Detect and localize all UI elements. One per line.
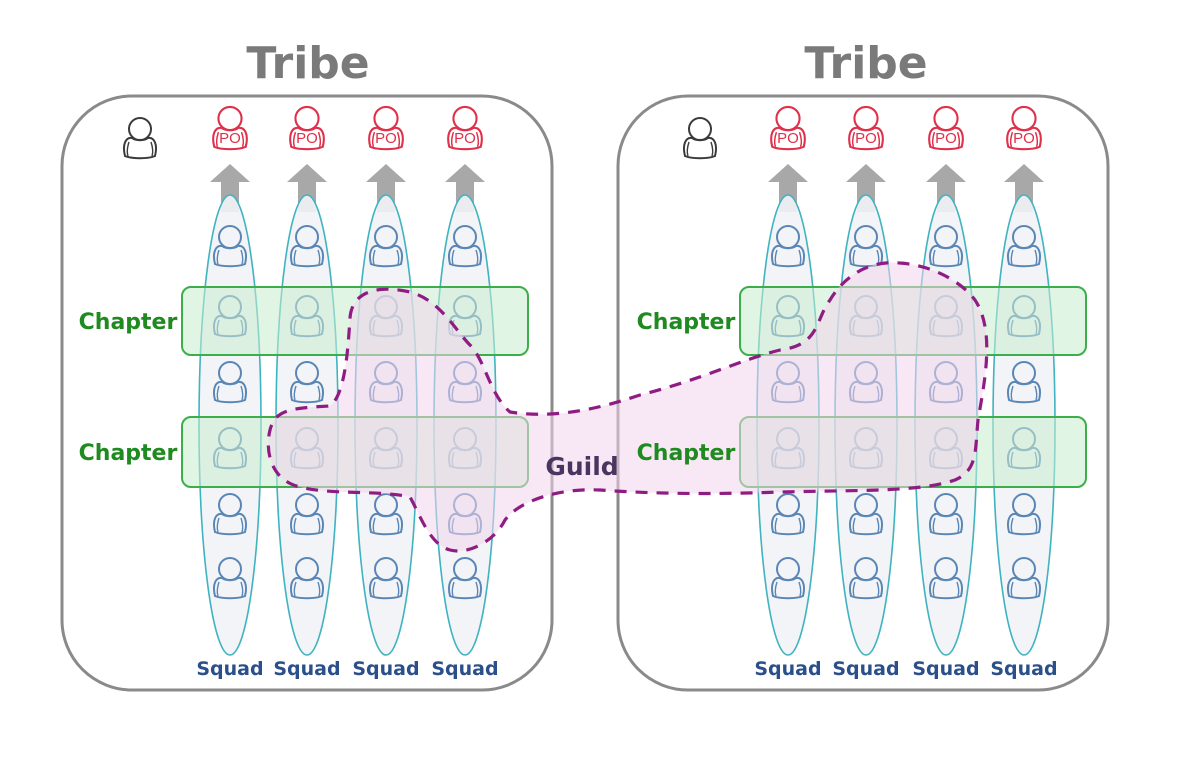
po-label: PO [855, 130, 877, 147]
squad-1: PO [198, 105, 262, 656]
arrow-up-icon [768, 164, 808, 212]
arrow-up-icon [846, 164, 886, 212]
product-owner: PO [848, 105, 884, 151]
product-owner: PO [289, 105, 325, 151]
chapter-label: Chapter [79, 310, 178, 335]
po-label: PO [375, 130, 397, 147]
arrow-up-icon [445, 164, 485, 212]
product-owner: PO [928, 105, 964, 151]
squad-2: PO [275, 105, 339, 656]
product-owner: PO [770, 105, 806, 151]
product-owner: PO [447, 105, 483, 151]
squad-label: Squad [431, 658, 498, 680]
po-label: PO [777, 130, 799, 147]
squad-4: PO [992, 105, 1056, 656]
squad-label: Squad [754, 658, 821, 680]
guild-label: Guild [545, 452, 618, 481]
product-owner: PO [1006, 105, 1042, 151]
product-owner: PO [212, 105, 248, 151]
arrow-up-icon [926, 164, 966, 212]
tribe-lead-person-icon [122, 117, 158, 160]
squad-label: Squad [990, 658, 1057, 680]
tribe-box [616, 94, 1110, 692]
arrow-up-icon [366, 164, 406, 212]
squad-label: Squad [273, 658, 340, 680]
po-label: PO [454, 130, 476, 147]
arrow-up-icon [210, 164, 250, 212]
arrow-up-icon [287, 164, 327, 212]
po-label: PO [935, 130, 957, 147]
guild-region [266, 261, 989, 553]
tribe-box [60, 94, 554, 692]
tribe-lead-person-icon [682, 117, 718, 160]
squad-label: Squad [912, 658, 979, 680]
arrow-up-icon [1004, 164, 1044, 212]
product-owner: PO [368, 105, 404, 151]
tribe-title: Tribe [246, 38, 369, 89]
tribe-title: Tribe [804, 38, 927, 89]
squad-label: Squad [196, 658, 263, 680]
chapter-label: Chapter [637, 441, 736, 466]
squad-label: Squad [832, 658, 899, 680]
po-label: PO [219, 130, 241, 147]
po-label: PO [1013, 130, 1035, 147]
squad-label: Squad [352, 658, 419, 680]
po-label: PO [296, 130, 318, 147]
chapter-label: Chapter [637, 310, 736, 335]
guild-layer [266, 261, 989, 553]
chapter-label: Chapter [79, 441, 178, 466]
